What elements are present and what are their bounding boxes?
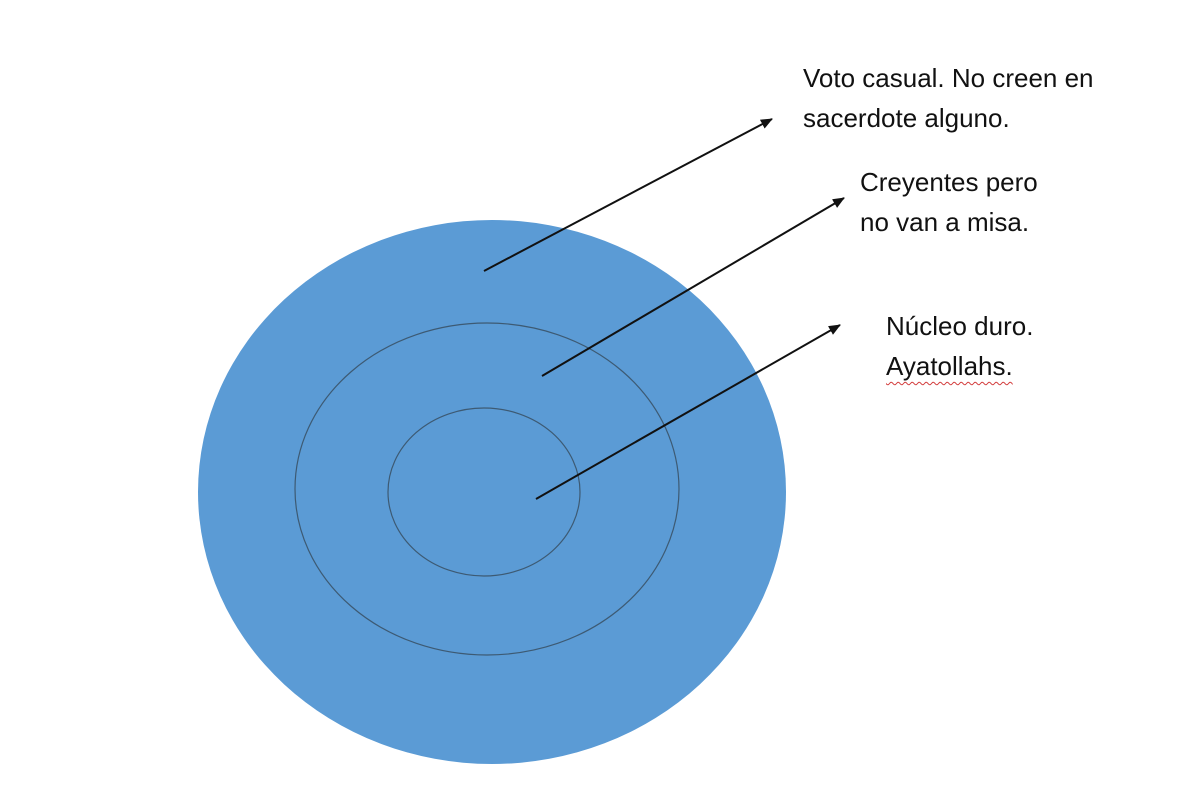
label-middle-ring: Creyentes pero no van a misa. — [860, 162, 1038, 242]
label-outer-line1: Voto casual. No creen en — [803, 63, 1094, 93]
label-outer-line2: sacerdote alguno. — [803, 103, 1010, 133]
label-inner-line1: Núcleo duro. — [886, 311, 1034, 341]
label-inner-core: Núcleo duro. Ayatollahs. — [886, 306, 1033, 386]
label-inner-line2: Ayatollahs. — [886, 351, 1013, 381]
label-middle-line2: no van a misa. — [860, 207, 1030, 237]
middle-circle — [294, 322, 680, 656]
label-outer-ring: Voto casual. No creen en sacerdote algun… — [803, 58, 1094, 138]
arrow-inner — [535, 324, 841, 500]
inner-circle — [387, 407, 581, 577]
outer-circle — [198, 220, 786, 764]
arrow-middle — [541, 197, 845, 377]
label-middle-line1: Creyentes pero — [860, 167, 1038, 197]
arrow-outer — [483, 118, 773, 272]
